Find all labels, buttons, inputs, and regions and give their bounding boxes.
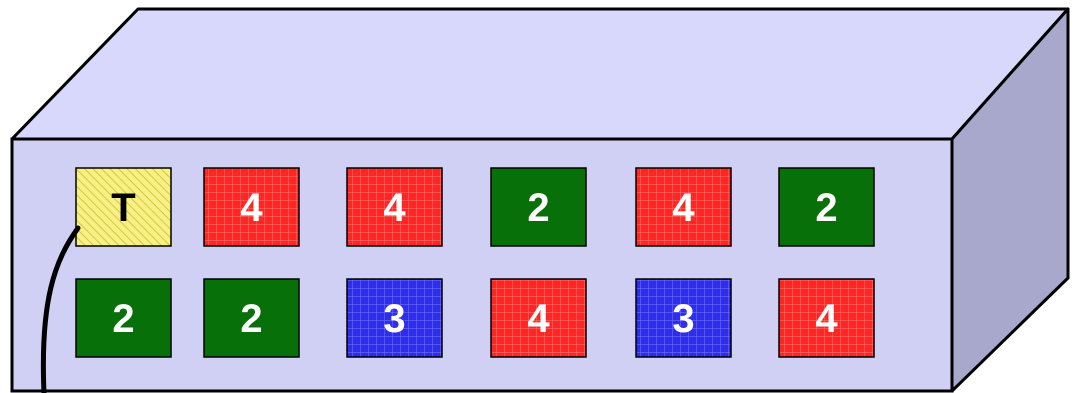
port-label: 3 <box>383 297 405 341</box>
port-label: 4 <box>815 297 838 341</box>
port-blue-row2-3: 3 <box>347 279 442 357</box>
port-yellow-row1-1: T <box>76 168 171 246</box>
port-label: 4 <box>240 186 263 230</box>
port-label: 2 <box>815 186 837 230</box>
port-label: 4 <box>527 297 550 341</box>
port-green-row2-2: 2 <box>204 279 299 357</box>
port-label: 4 <box>383 186 406 230</box>
port-label: 2 <box>240 297 262 341</box>
port-green-row2-1: 2 <box>76 279 171 357</box>
port-red-row1-2: 4 <box>204 168 299 246</box>
port-red-row2-6: 4 <box>779 279 874 357</box>
port-blue-row2-5: 3 <box>636 279 731 357</box>
port-label: 3 <box>672 297 694 341</box>
box-top-face <box>12 9 1068 139</box>
port-red-row1-3: 4 <box>347 168 442 246</box>
port-red-row1-5: 4 <box>636 168 731 246</box>
port-label: 2 <box>112 297 134 341</box>
port-green-row1-4: 2 <box>491 168 586 246</box>
port-label: 2 <box>527 186 549 230</box>
port-label: T <box>111 186 135 230</box>
port-label: 4 <box>672 186 695 230</box>
port-green-row1-6: 2 <box>779 168 874 246</box>
port-red-row2-4: 4 <box>491 279 586 357</box>
